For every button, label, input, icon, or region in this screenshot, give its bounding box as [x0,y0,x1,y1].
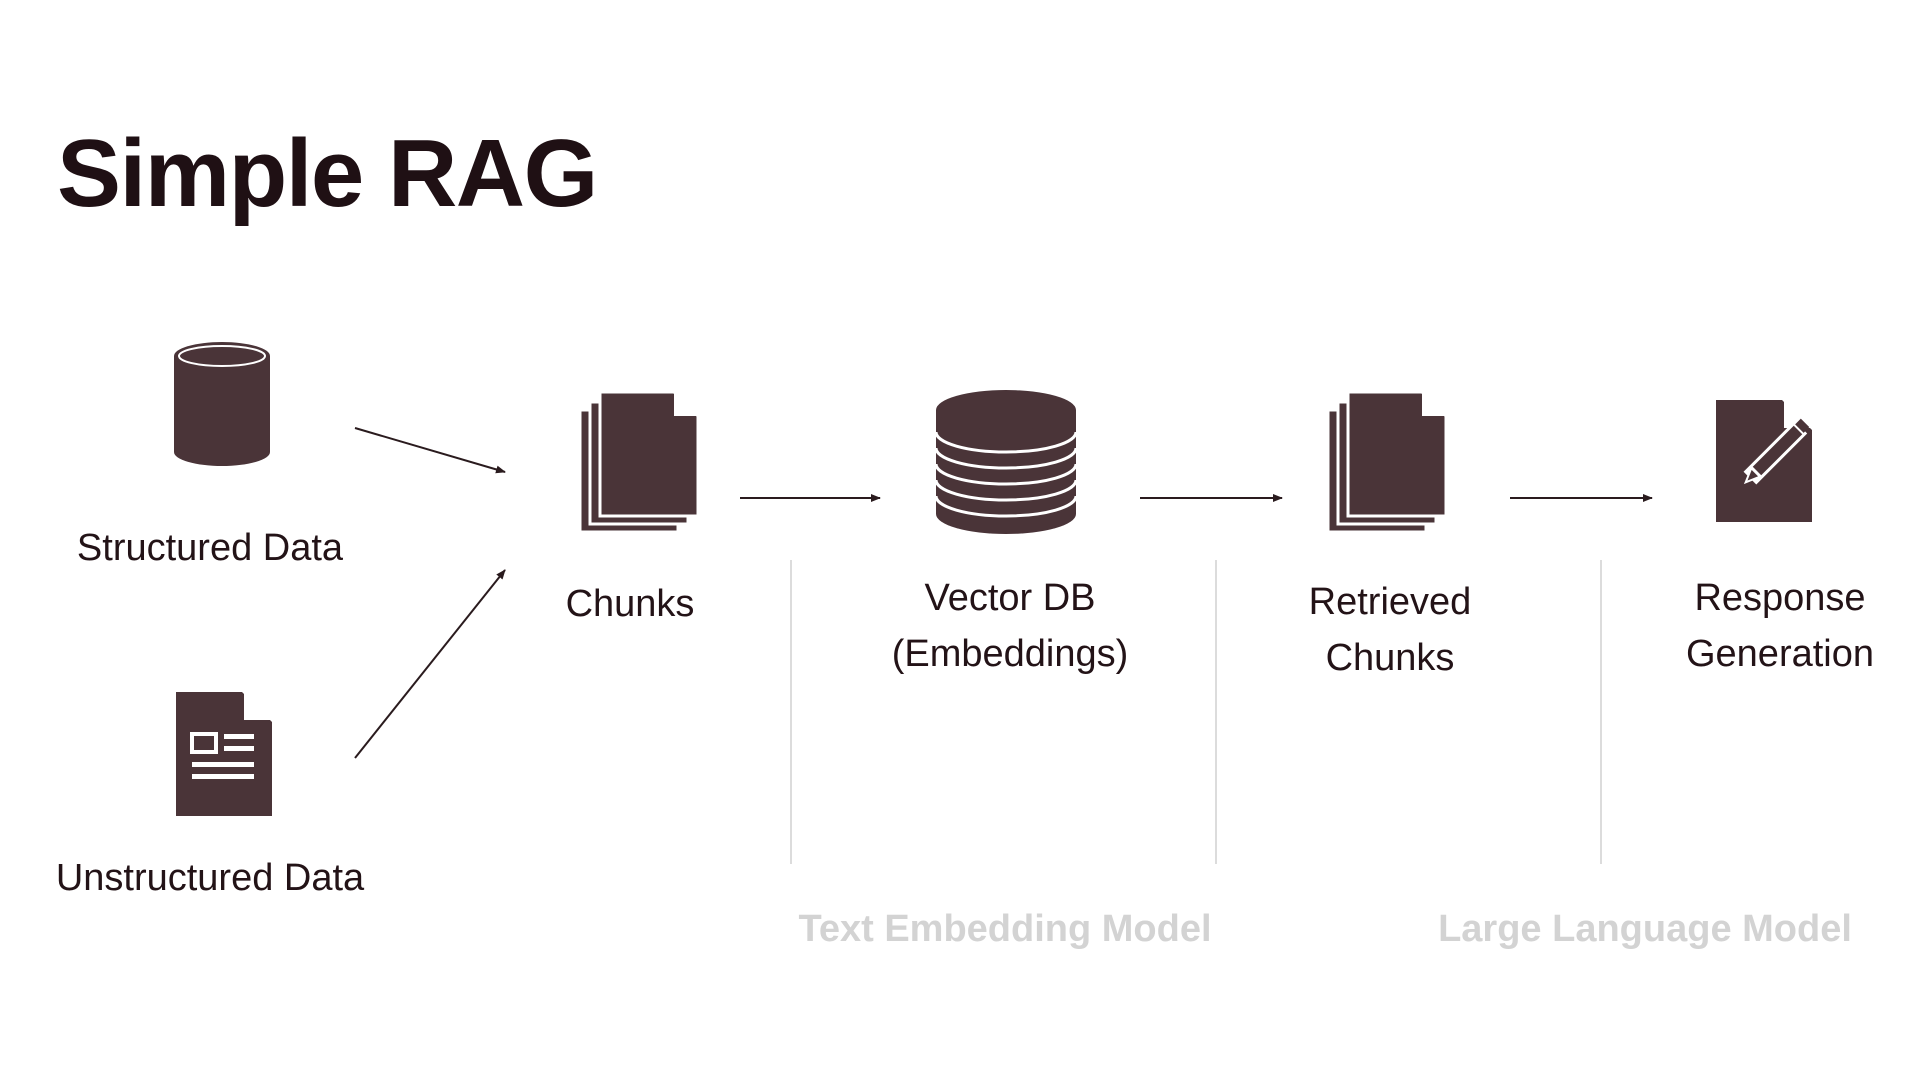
stacked-documents-icon [578,390,702,534]
retrieved-chunks-label: Retrieved Chunks [1308,581,1472,679]
chunks-label: Chunks [565,583,695,625]
stacked-documents-icon [1326,390,1450,534]
large-language-model-label: Large Language Model [1438,908,1852,950]
document-icon [176,692,272,816]
vector-database-icon [934,388,1078,536]
divider-line [1600,560,1602,864]
structured-data-label: Structured Data [76,527,344,569]
divider-line [790,560,792,864]
text-embedding-model-label: Text Embedding Model [798,908,1212,950]
response-generation-label: Response Generation [1685,577,1874,675]
arrow-unstructured-to-chunks [354,569,506,759]
unstructured-data-label: Unstructured Data [55,857,365,899]
vector-db-label: Vector DB (Embeddings) [891,577,1129,675]
database-icon [172,340,272,468]
document-edit-icon [1716,396,1840,526]
page-title: Simple RAG [57,120,598,227]
arrow-structured-to-chunks [354,427,506,474]
divider-line [1215,560,1217,864]
